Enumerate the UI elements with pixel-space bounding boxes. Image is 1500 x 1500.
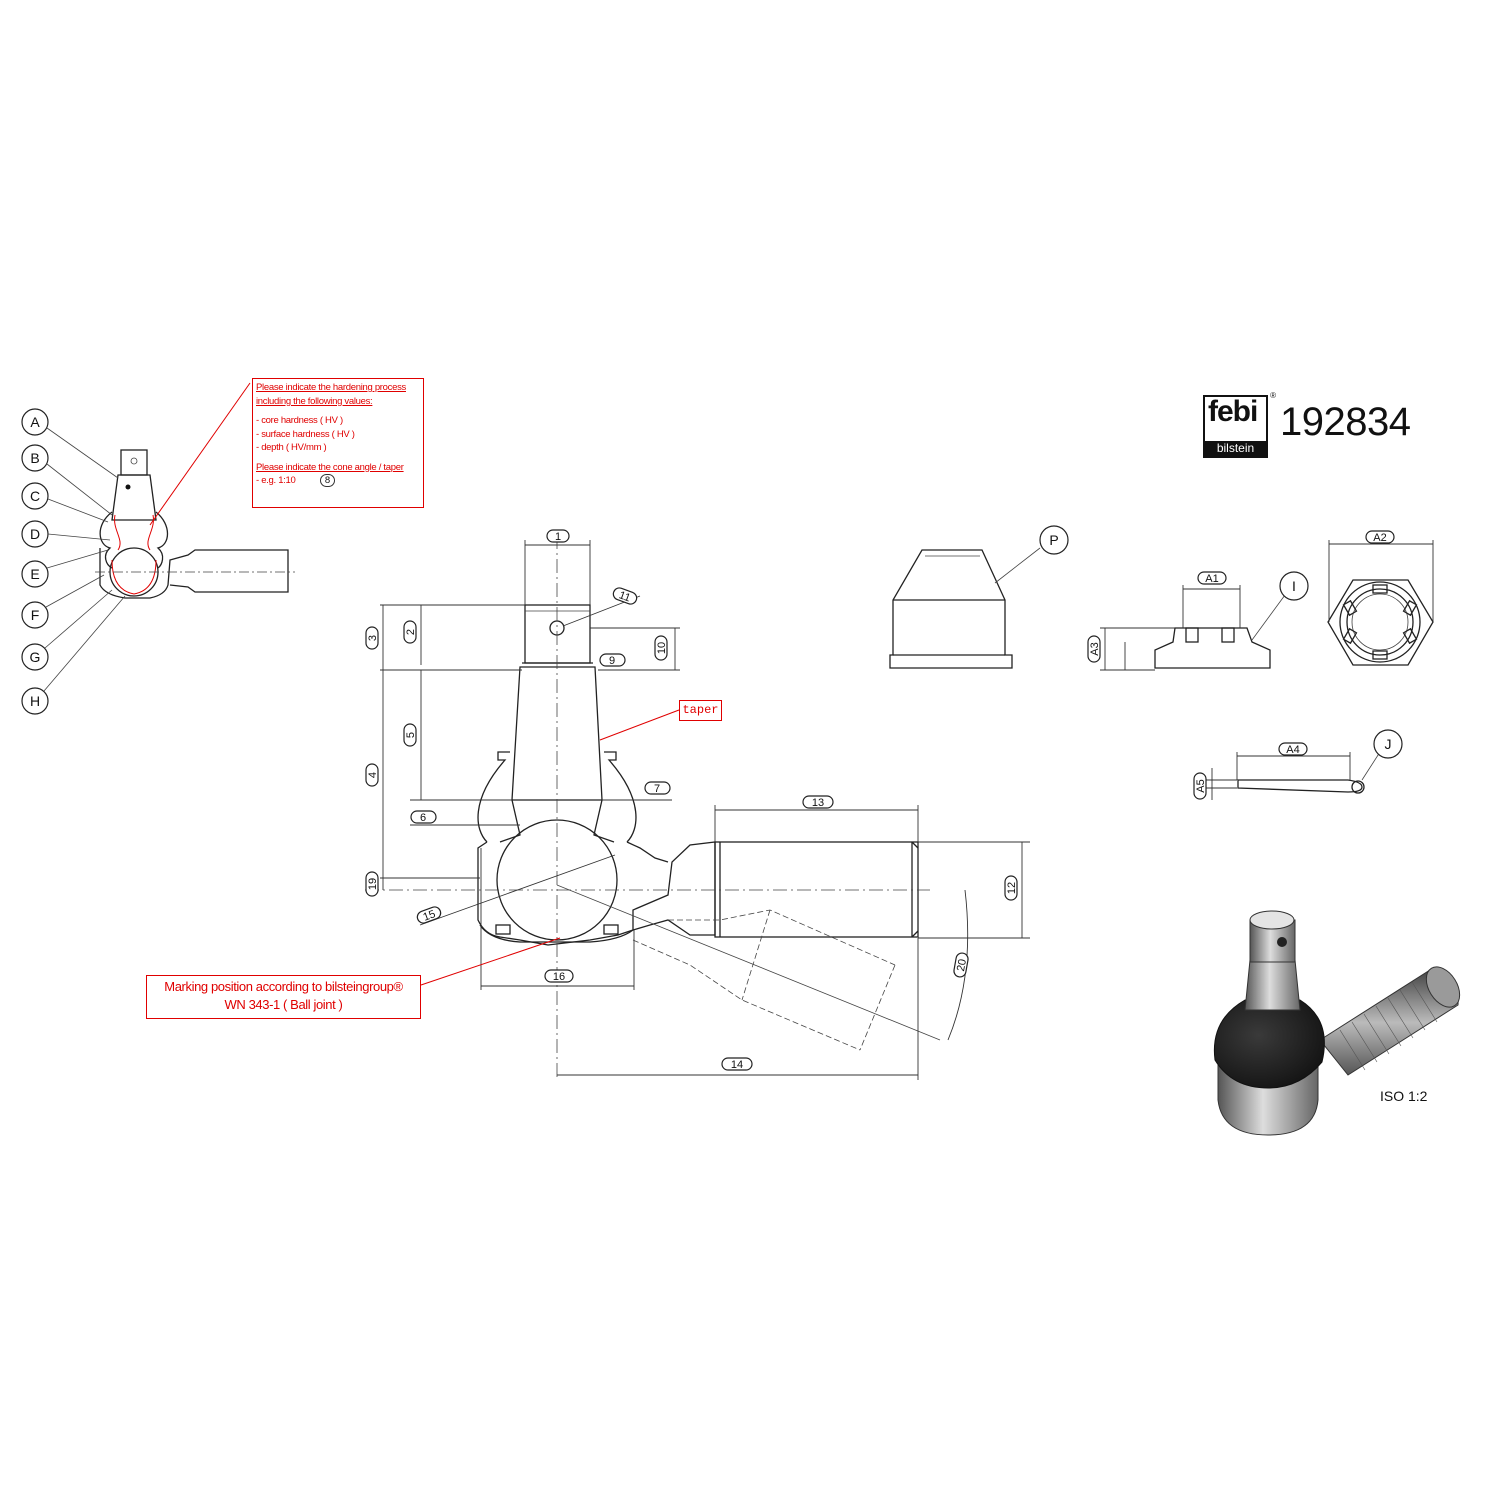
dim-a2: A2 (1365, 530, 1395, 544)
svg-text:B: B (30, 450, 39, 466)
hardening-note: Please indicate the hardening process in… (252, 378, 424, 508)
brand-bottom: bilstein (1205, 441, 1266, 456)
main-section-view (365, 535, 941, 1080)
nut-top-view: A2 (1327, 530, 1434, 666)
svg-text:7: 7 (654, 783, 660, 795)
svg-text:A3: A3 (1089, 642, 1101, 655)
dim-6: 6 (410, 810, 437, 824)
marking-line-1: Marking position according to bilsteingr… (164, 979, 403, 994)
svg-text:20: 20 (955, 958, 969, 972)
svg-text:H: H (30, 693, 40, 709)
dim-11: 11 (612, 587, 638, 605)
svg-text:A4: A4 (1286, 744, 1299, 756)
svg-text:2: 2 (405, 629, 417, 635)
svg-text:D: D (30, 526, 40, 542)
svg-text:14: 14 (731, 1059, 743, 1071)
dim-20: 20 (953, 952, 969, 978)
dim-7: 7 (644, 781, 671, 795)
surface-hardness: - surface hardness ( HV ) (256, 428, 355, 440)
brand-top: febi (1208, 395, 1258, 428)
overview-section: A B C D E F G H (21, 382, 295, 715)
dim-a1: A1 (1197, 571, 1227, 585)
dim-a5: A5 (1193, 772, 1207, 800)
svg-text:F: F (31, 607, 40, 623)
callout-d: D (21, 520, 111, 548)
dim-19: 19 (365, 871, 379, 897)
dimension-lines (380, 540, 1030, 1080)
callout-c: C (21, 482, 109, 523)
svg-text:C: C (30, 488, 40, 504)
callout-a: A (21, 408, 119, 479)
dim-9: 9 (599, 653, 626, 667)
scale-label: ISO 1:2 (1380, 1088, 1428, 1104)
callout-h: H (21, 595, 126, 715)
cone-ref: 8 (319, 474, 335, 487)
svg-text:19: 19 (367, 878, 379, 890)
marking-line-2: WN 343-1 ( Ball joint ) (224, 997, 343, 1012)
svg-text:I: I (1292, 578, 1296, 594)
svg-text:11: 11 (617, 589, 632, 604)
svg-text:A: A (30, 414, 40, 430)
febi-logo: febi ® bilstein (1203, 391, 1276, 458)
hardening-line-1: Please indicate the hardening process (256, 382, 406, 393)
dim-2: 2 (403, 620, 417, 644)
svg-text:13: 13 (812, 797, 824, 809)
dim-10: 10 (654, 635, 668, 661)
depth: - depth ( HV/mm ) (256, 442, 327, 453)
core-hardness: - core hardness ( HV ) (256, 415, 343, 426)
dim-13: 13 (802, 795, 834, 809)
part-number: 192834 (1280, 400, 1411, 444)
svg-text:1: 1 (555, 531, 561, 543)
svg-text:A2: A2 (1373, 532, 1386, 544)
product-render (1213, 910, 1461, 1136)
svg-text:G: G (30, 649, 41, 665)
hardening-line-2: including the following values: (256, 395, 373, 407)
callout-b: B (21, 444, 113, 516)
taper-label: taper (679, 700, 722, 721)
svg-text:A1: A1 (1205, 573, 1218, 585)
svg-text:15: 15 (422, 908, 438, 923)
dim-15: 15 (416, 906, 442, 924)
boot-view: P (889, 525, 1069, 669)
dim-12: 12 (1004, 875, 1018, 901)
dim-5: 5 (403, 723, 417, 747)
dimension-labels: 1 3 2 4 5 9 10 11 6 7 13 12 19 15 16 20 … (365, 529, 1018, 1071)
dim-3: 3 (365, 626, 379, 650)
svg-text:4: 4 (367, 772, 379, 778)
dim-a3: A3 (1087, 635, 1101, 663)
svg-text:P: P (1049, 532, 1058, 548)
svg-text:E: E (30, 566, 39, 582)
cotter-pin-view: A4 A5 J (1193, 729, 1403, 800)
svg-text:16: 16 (553, 971, 565, 983)
svg-text:5: 5 (405, 732, 417, 738)
svg-text:6: 6 (420, 812, 426, 824)
cone-example: - e.g. 1:10 (256, 475, 296, 486)
svg-text:A5: A5 (1195, 779, 1207, 792)
dim-14: 14 (721, 1057, 753, 1071)
callout-e: E (21, 549, 109, 588)
callout-f: F (21, 574, 105, 629)
dim-1: 1 (546, 529, 570, 543)
svg-text:12: 12 (1006, 882, 1018, 894)
svg-text:3: 3 (367, 635, 379, 641)
marking-note: Marking position according to bilsteingr… (146, 975, 421, 1019)
svg-text:9: 9 (609, 655, 615, 667)
nut-side-view: A1 A3 I (1087, 571, 1309, 671)
cone-line: Please indicate the cone angle / taper (256, 461, 404, 473)
dim-a4: A4 (1278, 742, 1308, 756)
cone-example-row: - e.g. 1:10 8 (256, 474, 420, 488)
dim-4: 4 (365, 763, 379, 787)
callout-g: G (21, 589, 113, 671)
svg-text:J: J (1385, 736, 1392, 752)
registered-mark: ® (1270, 391, 1276, 400)
dim-16: 16 (544, 969, 574, 983)
svg-text:10: 10 (656, 642, 668, 654)
